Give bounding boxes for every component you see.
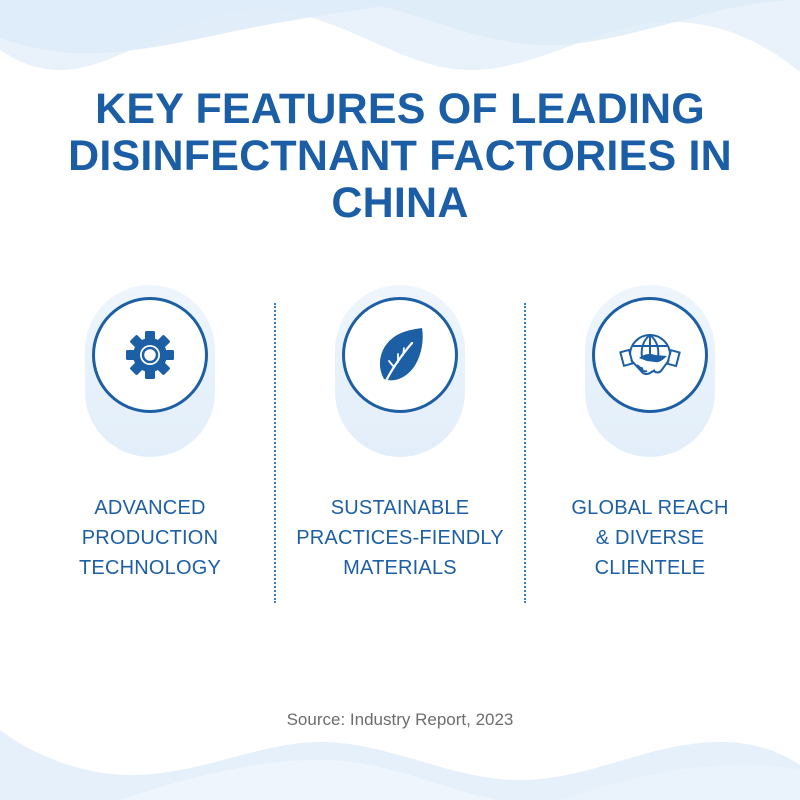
title-line-1: KEY FEATURES OF LEADING <box>95 85 705 133</box>
label-line: ADVANCED <box>94 497 206 519</box>
feature-label: SUSTAINABLE PRACTICES-FIENDLY MATERIALS <box>285 493 515 583</box>
label-line: GLOBAL REACH <box>571 497 729 519</box>
gear-icon <box>126 331 174 379</box>
top-wave-decoration <box>0 0 800 72</box>
label-line: MATERIALS <box>343 557 457 579</box>
label-line: PRACTICES-FIENDLY <box>296 527 504 549</box>
icon-circle <box>342 297 458 413</box>
leaf-icon <box>379 328 423 383</box>
dotted-divider <box>524 303 526 603</box>
globe-handshake-icon <box>619 334 681 376</box>
label-line: TECHNOLOGY <box>78 557 222 579</box>
label-line: & DIVERSE <box>595 527 705 549</box>
feature-global-reach: GLOBAL REACH & DIVERSE CLIENTELE <box>535 280 765 590</box>
feature-sustainable-practices: SUSTAINABLE PRACTICES-FIENDLY MATERIALS <box>285 280 515 590</box>
title-line-2: DISINFECTNANT FACTORIES IN <box>68 132 732 180</box>
label-line: PRODUCTION <box>81 527 219 549</box>
feature-advanced-production: ADVANCED PRODUCTION TECHNOLOGY <box>35 280 265 590</box>
label-line: CLIENTELE <box>594 557 706 579</box>
icon-circle <box>92 297 208 413</box>
label-line: SUSTAINABLE <box>330 497 470 519</box>
feature-label: GLOBAL REACH & DIVERSE CLIENTELE <box>535 493 765 583</box>
title-line-3: CHINA <box>331 179 469 227</box>
bottom-wave-decoration <box>0 730 800 800</box>
icon-circle <box>592 297 708 413</box>
dotted-divider <box>274 303 276 603</box>
source-note: Source: Industry Report, 2023 <box>286 710 514 729</box>
page-title: KEY FEATURES OF LEADING DISINFECTNANT FA… <box>60 86 740 227</box>
feature-label: ADVANCED PRODUCTION TECHNOLOGY <box>35 493 265 583</box>
